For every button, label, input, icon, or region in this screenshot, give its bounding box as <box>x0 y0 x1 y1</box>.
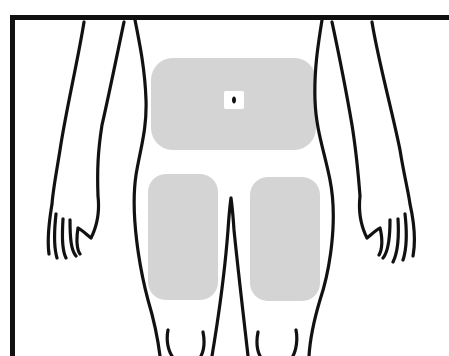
right-hand <box>359 196 414 262</box>
right-knee-line-2 <box>293 330 297 356</box>
left-knee-line-2 <box>201 332 204 356</box>
right-thigh-region <box>250 177 320 301</box>
navel-dot <box>232 97 236 104</box>
left-thigh-region <box>148 174 218 300</box>
right-knee-line <box>257 332 260 356</box>
right-arm-inner <box>332 22 360 196</box>
left-arm-outer <box>52 22 84 204</box>
left-arm-inner <box>98 22 124 196</box>
left-knee-line <box>167 330 172 356</box>
left-hand <box>48 196 98 258</box>
right-arm-outer <box>372 22 410 204</box>
